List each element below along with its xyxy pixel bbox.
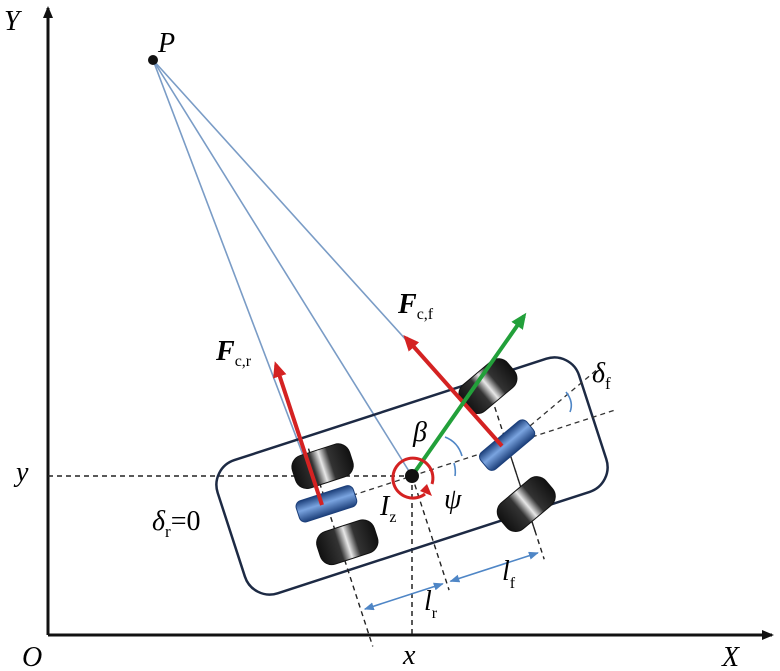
lr-dimension-arrow [363,582,444,611]
yaw-moment-arc [391,456,435,500]
front-force-label: Fc,f [397,289,434,323]
inertia-label: Iz [379,491,396,526]
front-length-subscript: f [510,575,516,592]
front-left-tire [458,358,518,415]
front-dim-line [506,444,545,560]
y-position-label: y [13,457,29,488]
psi-arc [453,462,457,477]
yaw-moment-arrowhead [420,484,432,496]
front-force-subscript: c,f [417,306,434,323]
sideslip-label: β [412,417,427,448]
vehicle-longitudinal-axis [326,408,617,505]
point-p-label: P [157,28,175,59]
x-position-label: x [402,640,416,671]
rear-left-tire [291,443,354,489]
front-right-tire [496,476,556,532]
center-of-gravity [405,469,419,483]
vehicle [215,356,617,647]
front-force-symbol: F [397,289,417,320]
beta-arc [444,436,463,457]
front-wheel-heading-dashed [529,367,600,427]
y-axis-label: Y [4,6,23,37]
front-bicycle-wheel [479,419,536,471]
yaw-label: ψ [444,484,462,515]
rear-length-symbol: l [424,586,432,617]
front-lateral-force-arrow [403,335,504,448]
point-p [148,55,158,65]
rear-right-tire [316,519,379,566]
rear-lateral-force-arrow [273,361,324,506]
rays-from-p [152,59,503,506]
rear-steer-symbol: δ [152,506,166,537]
rear-steer-label: δr=0 [152,506,200,541]
inertia-symbol: I [379,491,391,522]
x-axis-label: X [721,642,740,671]
rear-steer-subscript: r [165,522,171,541]
cg-axis-line [411,475,450,591]
front-steer-label: δf [592,358,611,393]
rear-force-label: Fc,r [215,336,252,370]
velocity-arrow [410,312,527,478]
front-steer-symbol: δ [592,358,606,389]
rear-length-label: lr [424,586,438,622]
rear-length-subscript: r [432,605,438,622]
rear-bicycle-wheel [295,485,358,523]
origin-label: O [22,642,42,671]
delta-f-arc [565,391,573,413]
rear-force-subscript: c,r [235,353,252,370]
lf-dimension-arrow [449,551,539,583]
front-length-symbol: l [502,556,510,587]
front-steer-subscript: f [605,374,611,393]
rear-steer-value: =0 [171,506,201,537]
front-length-label: lf [502,556,516,592]
inertia-subscript: z [389,509,396,526]
rear-force-symbol: F [215,336,235,367]
